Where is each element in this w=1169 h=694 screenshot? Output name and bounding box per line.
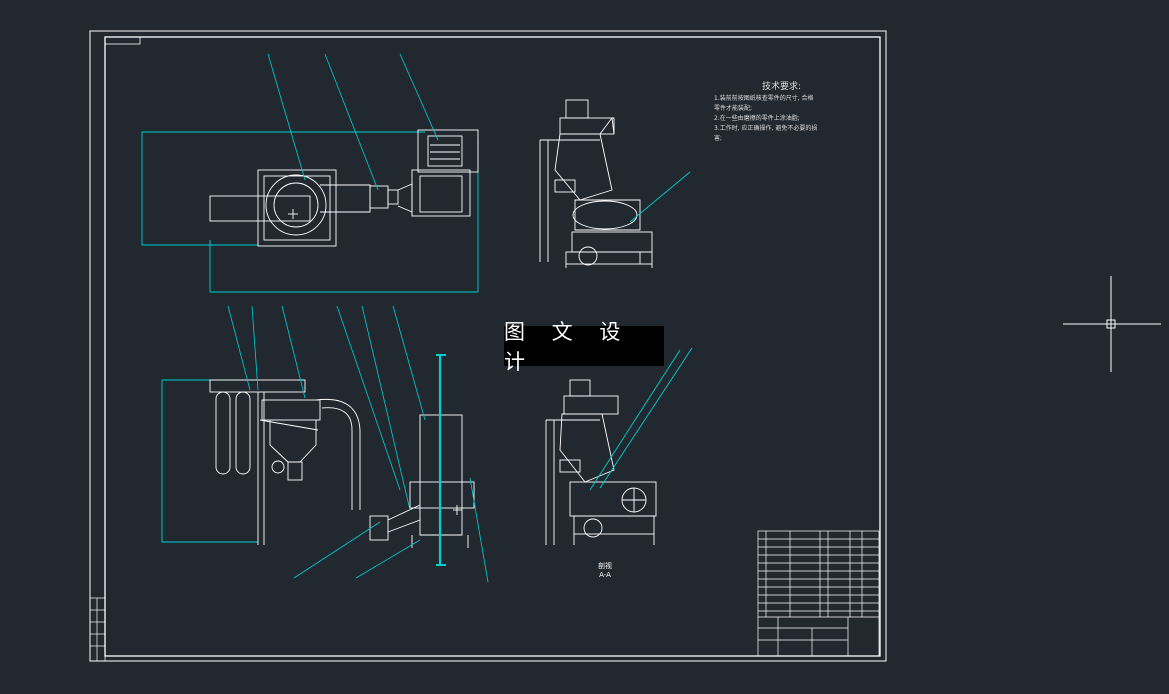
tech-requirement-line: 2.在一些由磨擦的零件上涂油脂; [714, 115, 800, 122]
section-label: 剖视 A-A [590, 562, 620, 580]
tech-requirements-title: 技术要求: [761, 82, 802, 92]
inner-frame [104, 36, 881, 657]
plan-view [141, 53, 479, 293]
crosshair-cursor-icon [1063, 276, 1161, 372]
watermark-badge: 图 文 设 计 [504, 320, 664, 374]
tech-requirement-line: 1.装前前按图纸核查零件的尺寸, 合格 [714, 95, 814, 102]
outer-frame [89, 30, 887, 662]
tech-requirement-line: 害; [714, 135, 723, 142]
title-block [757, 530, 880, 657]
front-elevation [161, 305, 489, 583]
section-view-label: A-A [599, 571, 611, 579]
section-view-name: 剖视 [598, 562, 612, 570]
left-label-block [89, 597, 106, 662]
tech-requirement-line: 3.工作时, 应正确操作, 避免不必要的损 [714, 125, 818, 132]
corner-tag [104, 36, 141, 45]
section-a-a [545, 347, 693, 545]
technical-requirements: 技术要求: 1.装前前按图纸核查零件的尺寸, 合格 零件才能装配; 2.在一些由… [714, 82, 849, 144]
tech-requirement-line: 零件才能装配; [714, 105, 753, 112]
side-elevation-top [539, 99, 691, 268]
